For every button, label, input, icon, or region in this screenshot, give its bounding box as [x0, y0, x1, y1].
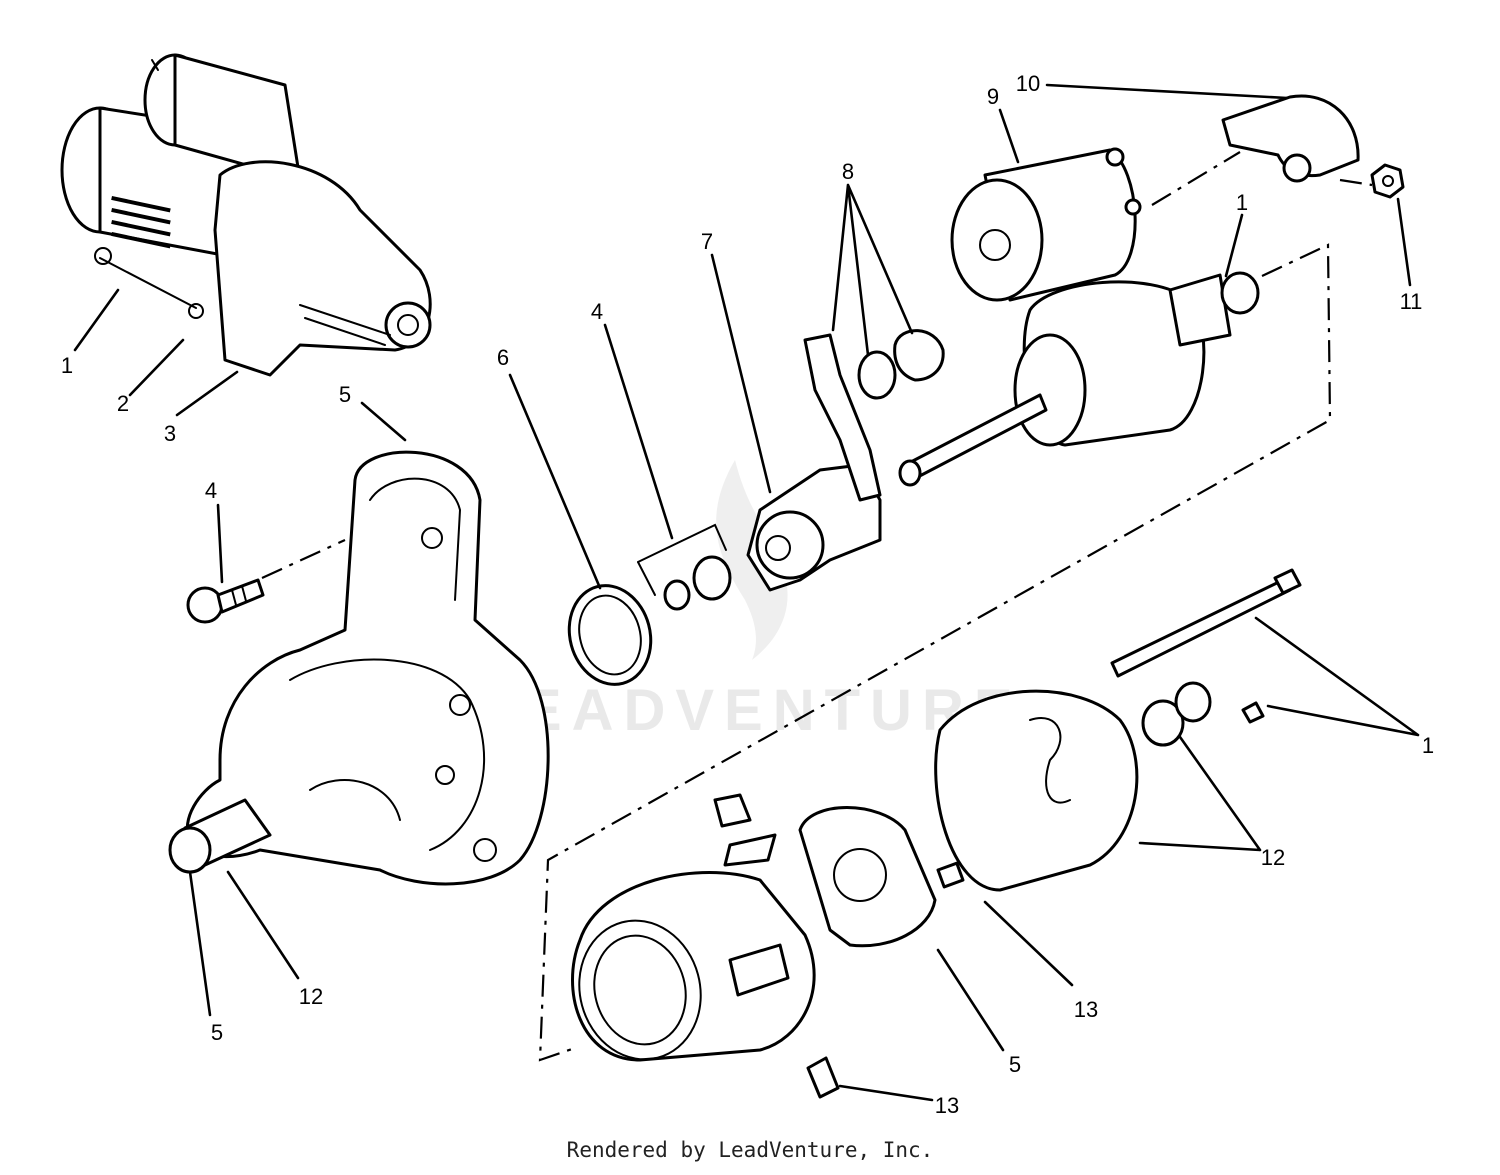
brush-holder-5 [798, 806, 965, 948]
footer-credit: Rendered by LeadVenture, Inc. [566, 1138, 934, 1162]
cover-10 [1221, 94, 1360, 183]
callout-2: 2 [117, 391, 129, 416]
callouts: 1 2 3 5 4 6 4 7 8 9 10 1 11 1 12 12 5 13… [61, 71, 1434, 1118]
ring-6 [567, 584, 653, 686]
callout-1: 1 [61, 353, 73, 378]
watermark-text: LEADVENTURE [477, 678, 1022, 743]
callout-5: 5 [339, 382, 351, 407]
callout-12: 12 [299, 984, 323, 1009]
lever-assembly-8 [803, 329, 945, 502]
armature [898, 271, 1260, 487]
collar-set-4 [637, 523, 732, 611]
assembly-centerline [261, 151, 1373, 1062]
callout-5: 5 [211, 1020, 223, 1045]
callout-3: 3 [164, 421, 176, 446]
callout-8: 8 [842, 159, 854, 184]
watermark: LEADVENTURE [477, 460, 1022, 743]
pinion-gear-7 [746, 463, 882, 592]
callout-9: 9 [987, 84, 999, 109]
solenoid-9 [950, 147, 1142, 302]
callout-4: 4 [205, 478, 217, 503]
end-cover [934, 689, 1139, 892]
clip-13 [806, 1056, 840, 1099]
bushings-12 [1141, 681, 1212, 747]
callout-10: 10 [1016, 71, 1040, 96]
drive-end-housing [168, 450, 550, 886]
bolt-4 [186, 578, 265, 624]
callout-7: 7 [701, 229, 713, 254]
through-bolt-1 [1110, 568, 1302, 724]
callout-4: 4 [591, 299, 603, 324]
callout-11: 11 [1400, 289, 1423, 314]
nut-11 [1370, 163, 1405, 199]
assembled-starter [60, 53, 432, 377]
callout-13: 13 [935, 1093, 959, 1118]
callout-1: 1 [1422, 733, 1434, 758]
callout-1: 1 [1236, 190, 1248, 215]
callout-5: 5 [1009, 1052, 1021, 1077]
field-frame [571, 793, 816, 1062]
callout-12: 12 [1261, 845, 1285, 870]
callout-6: 6 [497, 345, 509, 370]
leader-lines [73, 83, 1420, 1102]
callout-13: 13 [1074, 997, 1098, 1022]
